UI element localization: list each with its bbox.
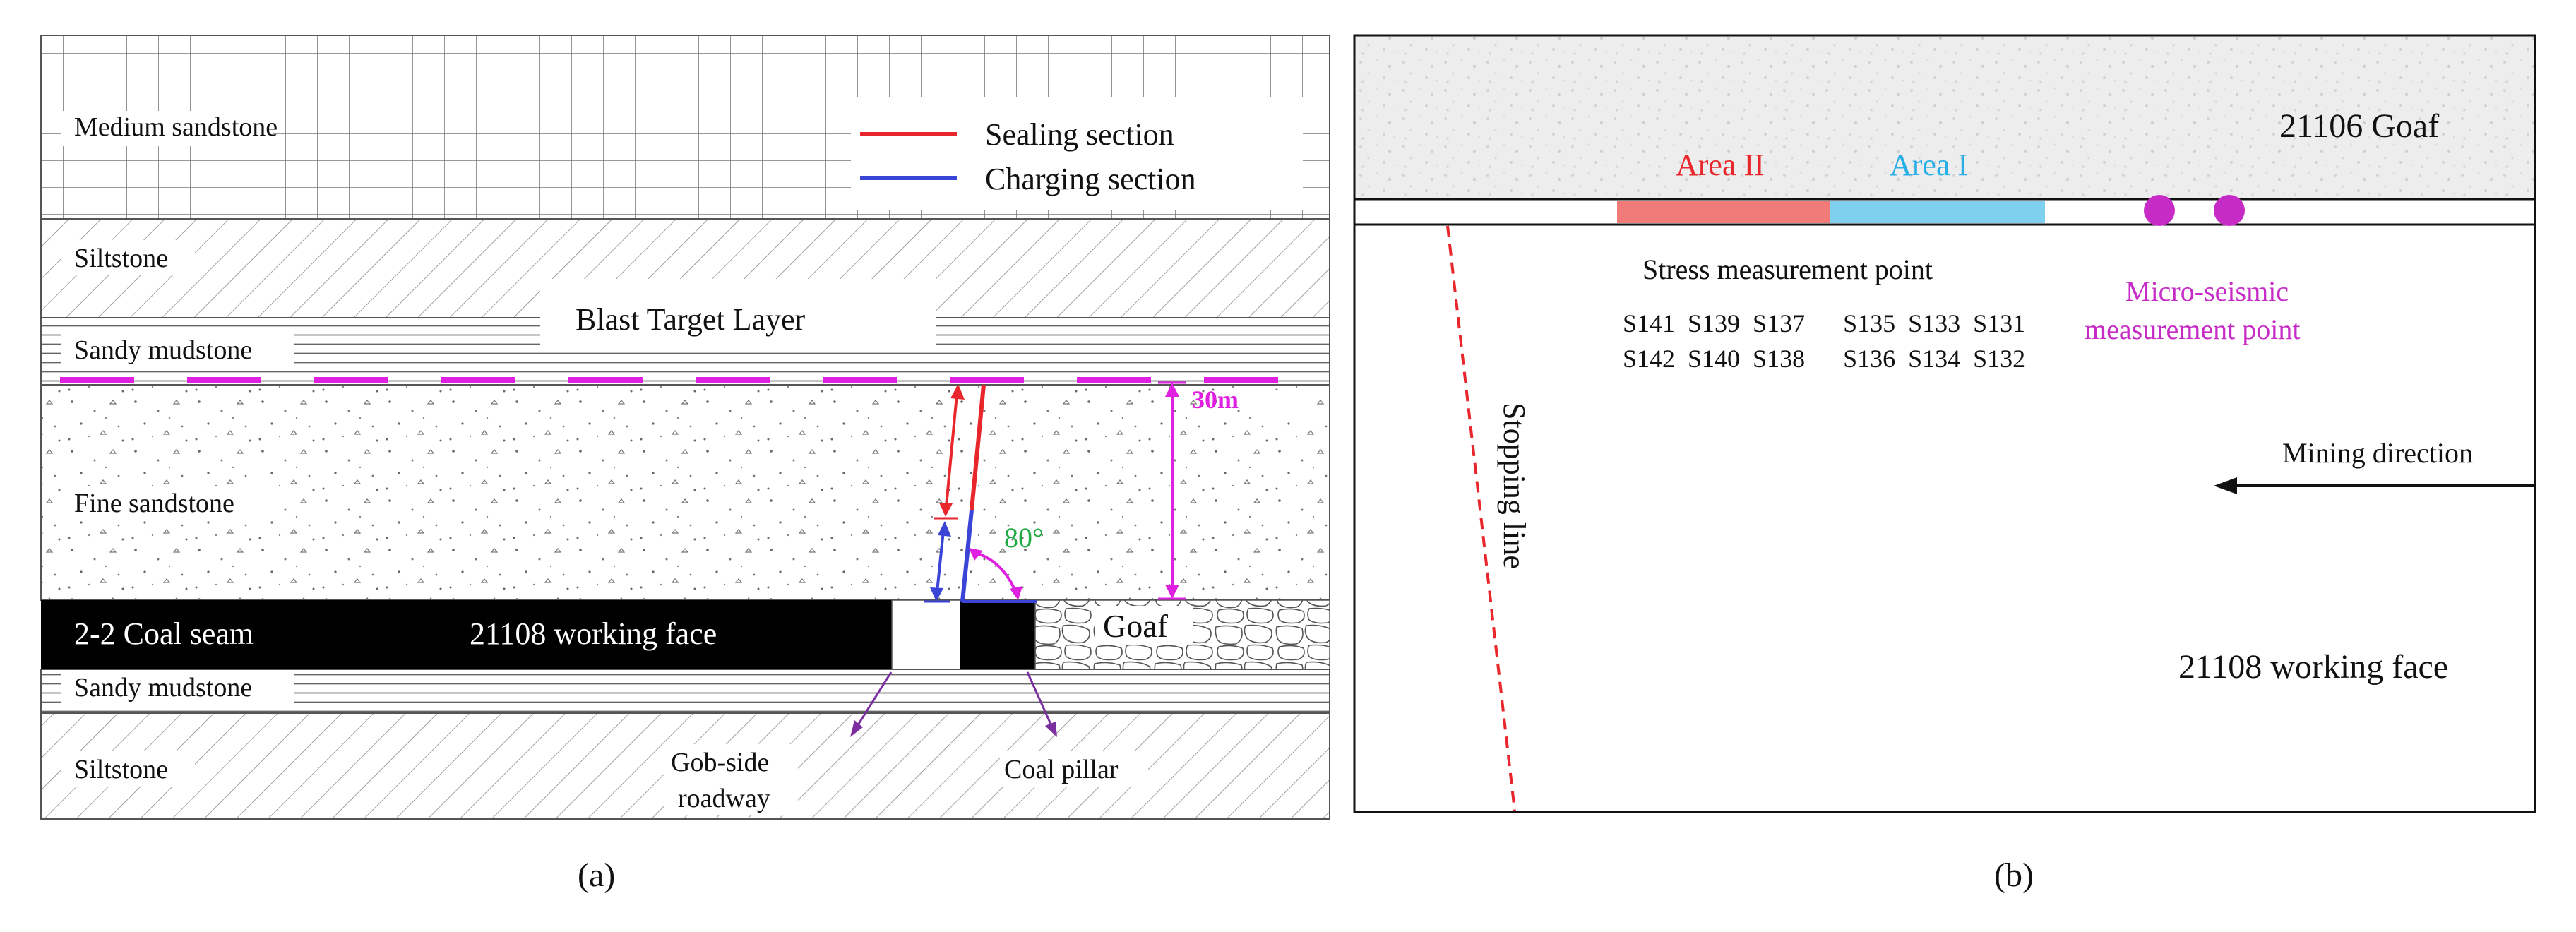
label-fine-sandstone: Fine sandstone	[74, 489, 234, 518]
label-30m: 30m	[1192, 386, 1239, 414]
label-stress-title: Stress measurement point	[1642, 253, 1933, 285]
label-sandy-mudstone-bottom: Sandy mudstone	[74, 673, 252, 703]
label-siltstone-top: Siltstone	[74, 244, 168, 273]
coal-pillar-arrow	[1026, 671, 1057, 737]
label-blast-target-layer: Blast Target Layer	[576, 302, 806, 337]
stopping-line	[1446, 225, 1516, 811]
caption-a: (a)	[578, 856, 615, 894]
stress-points-row2: S142 S140 S138 S136 S134 S132	[1623, 345, 2025, 373]
coal-pillar	[960, 600, 1035, 669]
label-working-face-a: 21108 working face	[470, 616, 717, 651]
goaf-21106	[1353, 34, 2536, 201]
height-arrow-30m	[1158, 381, 1186, 600]
label-angle: 80°	[1004, 522, 1044, 554]
label-stopping-line: Stopping line	[1497, 402, 1532, 569]
label-micro-seismic-line2: measurement point	[2085, 313, 2300, 345]
label-medium-sandstone: Medium sandstone	[74, 112, 278, 142]
gob-side-arrow	[850, 671, 893, 737]
label-working-face-b: 21108 working face	[2178, 648, 2448, 686]
label-sandy-mudstone-top: Sandy mudstone	[74, 335, 252, 365]
panel-a: Medium sandstone Siltstone Sandy mudston…	[40, 35, 1330, 894]
coal-seam	[41, 600, 892, 669]
label-area-1: Area I	[1890, 148, 1968, 182]
label-coal-seam: 2-2 Coal seam	[74, 616, 254, 651]
label-coal-pillar: Coal pillar	[1004, 755, 1119, 784]
working-face-b	[1353, 223, 2536, 813]
label-goaf-a: Goaf	[1103, 608, 1169, 644]
borehole-charging-section	[960, 509, 974, 602]
label-goaf-21106: 21106 Goaf	[2279, 107, 2439, 145]
legend-label-sealing: Sealing section	[985, 117, 1174, 152]
gob-side-roadway-gap	[891, 599, 961, 670]
label-micro-seismic-line1: Micro-seismic	[2125, 275, 2289, 307]
area-1-block	[1830, 201, 2045, 223]
stress-points-row1: S141 S139 S137 S135 S133 S131	[1623, 309, 2025, 337]
legend: Sealing section Charging section	[860, 117, 1196, 196]
panel-b: 21106 Goaf Area II Area I Micro-seismic …	[1353, 34, 2536, 894]
label-gob-side-line2: roadway	[678, 784, 770, 813]
micro-seismic-point	[2214, 195, 2245, 226]
micro-seismic-point	[2144, 195, 2175, 226]
label-siltstone-bottom: Siltstone	[74, 755, 168, 784]
caption-b: (b)	[1994, 856, 2034, 894]
area-2-block	[1617, 201, 1830, 223]
label-mining-direction: Mining direction	[2282, 437, 2473, 469]
borehole-sealing-section	[970, 384, 986, 510]
charging-dimension-arrow	[924, 521, 951, 603]
label-gob-side-line1: Gob-side	[671, 748, 769, 777]
label-area-2: Area II	[1676, 148, 1765, 182]
legend-label-charging: Charging section	[985, 162, 1196, 196]
sealing-dimension-arrow	[934, 384, 965, 520]
